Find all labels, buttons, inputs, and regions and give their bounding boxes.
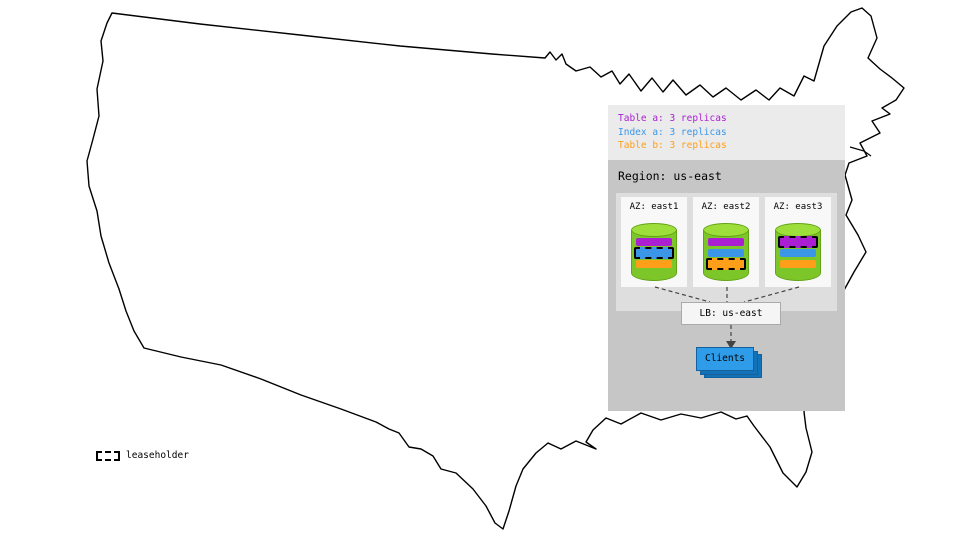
leaseholder-swatch-icon (96, 450, 120, 461)
replica-table-b (780, 260, 816, 268)
cylinder-top (775, 223, 821, 237)
az-east3-label: AZ: east3 (773, 202, 823, 212)
leaseholder-key: leaseholder (96, 450, 189, 461)
legend-index-a: Index a: 3 replicas (618, 126, 727, 138)
region-us-east: Region: us-east AZ: east1 AZ: east2 (608, 160, 845, 411)
legend-table-a: Table a: 3 replicas (618, 113, 727, 124)
replica-table-a (708, 238, 744, 246)
cylinder-top (703, 223, 749, 237)
replica-index-a (708, 249, 744, 257)
database-cylinder-east3 (775, 223, 821, 281)
clients-box: Clients (696, 347, 754, 371)
replica-index-a (780, 249, 816, 257)
replica-index-a-leaseholder (634, 247, 674, 259)
topology-panel: Table a: 3 replicas Index a: 3 replicas … (608, 105, 845, 411)
region-title: Region: us-east (618, 169, 722, 183)
az-east1: AZ: east1 (621, 197, 687, 287)
replica-table-a (636, 238, 672, 246)
long-island-outline (849, 146, 872, 157)
replica-table-b (636, 260, 672, 268)
legend-table-b: Table b: 3 replicas (618, 140, 727, 151)
az-east1-label: AZ: east1 (629, 202, 679, 212)
replica-legend: Table a: 3 replicas Index a: 3 replicas … (618, 112, 727, 153)
az-east2-label: AZ: east2 (701, 202, 751, 212)
replica-table-a-leaseholder (778, 236, 818, 248)
database-cylinder-east2 (703, 223, 749, 281)
leaseholder-key-label: leaseholder (126, 450, 189, 461)
database-cylinder-east1 (631, 223, 677, 281)
load-balancer-box: LB: us-east (681, 302, 781, 325)
az-east3: AZ: east3 (765, 197, 831, 287)
clients-stack: Clients (696, 347, 770, 385)
cylinder-top (631, 223, 677, 237)
replica-table-b-leaseholder (706, 258, 746, 270)
az-east2: AZ: east2 (693, 197, 759, 287)
az-container: AZ: east1 AZ: east2 (616, 193, 837, 311)
